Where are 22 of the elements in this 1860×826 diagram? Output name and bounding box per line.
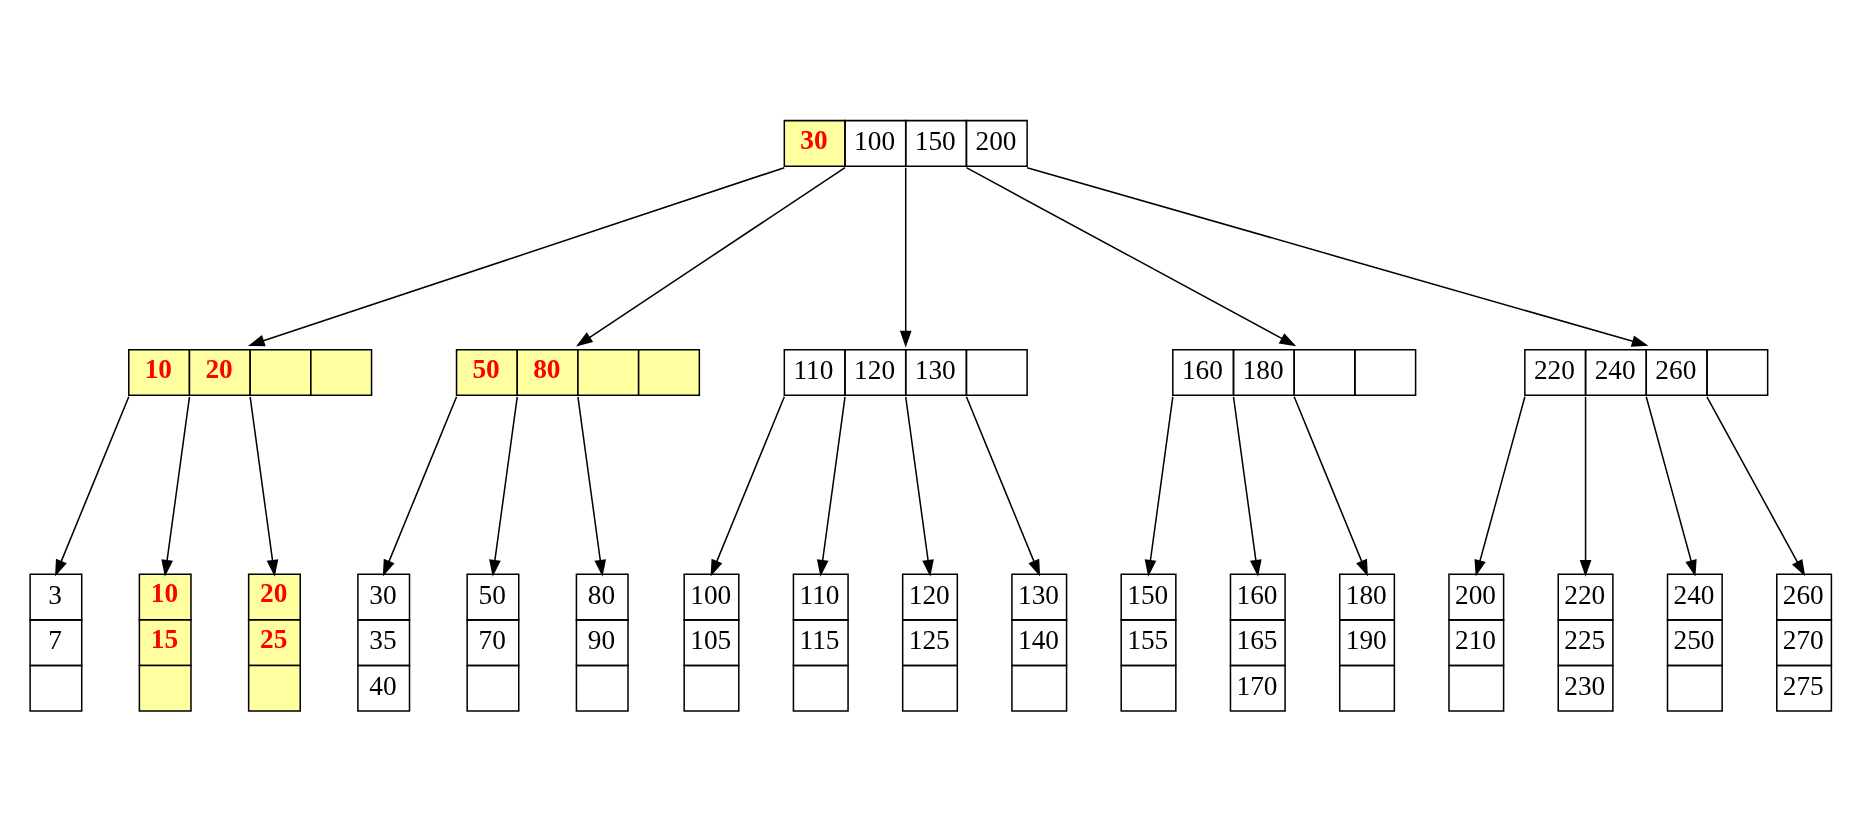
arrow bbox=[161, 395, 191, 577]
arrow bbox=[965, 395, 1041, 576]
arrow bbox=[1026, 166, 1649, 347]
arrow bbox=[1144, 395, 1174, 577]
arrow bbox=[1706, 395, 1806, 576]
arrow bbox=[816, 395, 846, 577]
arrow bbox=[1474, 395, 1526, 577]
arrow bbox=[1293, 395, 1368, 576]
arrow bbox=[577, 395, 607, 577]
arrow bbox=[247, 166, 786, 346]
arrow bbox=[249, 395, 279, 577]
arrow bbox=[489, 395, 518, 577]
arrow bbox=[55, 395, 130, 576]
arrow bbox=[899, 166, 912, 347]
arrow bbox=[576, 166, 846, 346]
arrow bbox=[382, 395, 458, 576]
arrow bbox=[1232, 395, 1262, 577]
arrow bbox=[965, 166, 1297, 346]
arrow bbox=[710, 395, 786, 576]
arrow bbox=[1645, 395, 1697, 577]
arrow bbox=[904, 395, 934, 577]
arrow bbox=[1579, 395, 1592, 577]
